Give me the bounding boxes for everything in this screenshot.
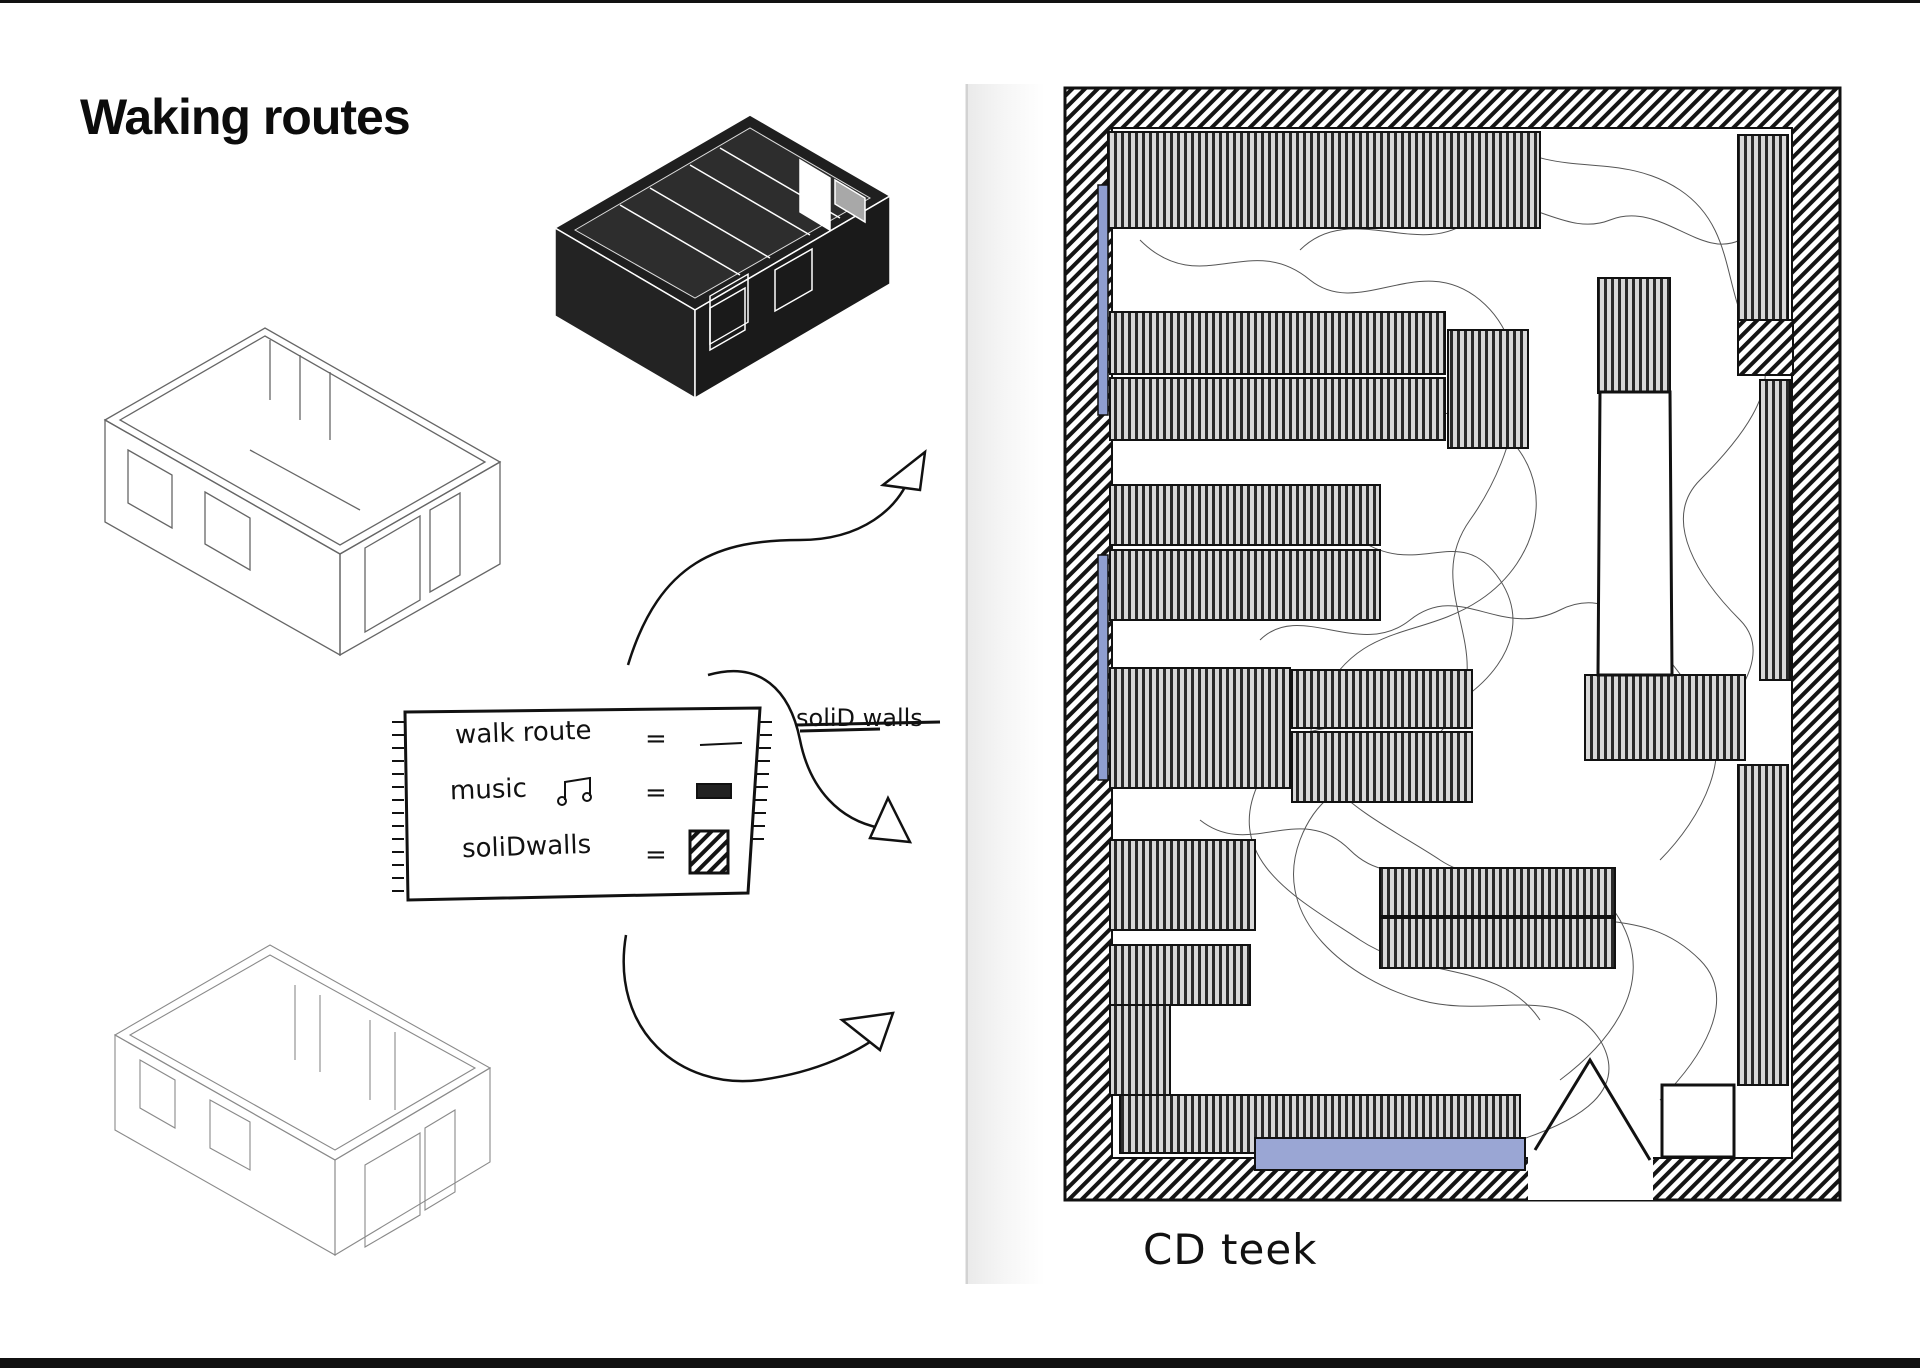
legend-symbol-walk-route bbox=[699, 742, 743, 746]
shelf-block bbox=[1597, 277, 1671, 394]
plan-wall-piece bbox=[1737, 319, 1794, 376]
isometric-room-solid bbox=[553, 114, 892, 400]
blue-strip bbox=[1097, 184, 1109, 416]
crossed-out-strike bbox=[795, 720, 941, 727]
shelf-block bbox=[1584, 674, 1746, 761]
legend-label-walk-route: walk route bbox=[454, 715, 592, 751]
shelf-block bbox=[1291, 669, 1473, 729]
plan-counter bbox=[1596, 390, 1674, 677]
legend-symbol-solid-walls bbox=[688, 829, 730, 875]
shelf-block bbox=[1379, 917, 1616, 969]
shelf-block bbox=[1109, 377, 1446, 441]
legend-equals-2: = bbox=[645, 778, 667, 808]
shelf-block bbox=[1447, 329, 1529, 449]
shelf-block bbox=[1109, 944, 1251, 1006]
isometric-room-pencil bbox=[113, 944, 492, 1256]
shelf-block bbox=[1379, 867, 1616, 917]
shelf-block bbox=[1737, 764, 1789, 1086]
arrow-lower bbox=[622, 934, 881, 1083]
frame-bottom-border bbox=[0, 1358, 1920, 1368]
plan-caption: CD teek bbox=[1143, 1225, 1318, 1274]
shelf-block bbox=[1737, 134, 1789, 321]
shelf-block bbox=[1291, 731, 1473, 803]
music-note-icon bbox=[564, 776, 591, 800]
music-note-head-icon bbox=[557, 796, 567, 806]
blue-strip bbox=[1254, 1137, 1526, 1171]
crossed-out-note: soliD walls bbox=[796, 704, 923, 732]
shelf-blocks bbox=[1107, 131, 1791, 1154]
shelf-block bbox=[1109, 667, 1291, 789]
music-note-head-2-icon bbox=[582, 792, 592, 802]
arrow-lower-head bbox=[838, 1011, 895, 1053]
crossed-out-strike-2 bbox=[799, 727, 881, 733]
isometric-room-outline bbox=[103, 327, 502, 657]
shelf-block bbox=[1109, 1004, 1171, 1096]
frame-top-border bbox=[0, 0, 1920, 3]
floor-plan bbox=[1063, 86, 1842, 1202]
arrow-upper-head bbox=[879, 449, 927, 492]
shelf-block bbox=[1109, 839, 1256, 931]
shelf-block bbox=[1109, 311, 1446, 375]
legend-symbol-music bbox=[696, 783, 732, 799]
legend-equals-1: = bbox=[645, 724, 667, 754]
arrow-upper bbox=[626, 469, 914, 666]
paper-fold-line bbox=[966, 84, 968, 1284]
legend-card bbox=[392, 706, 772, 902]
entrance-triangle bbox=[1533, 1057, 1652, 1161]
shelf-block bbox=[1109, 484, 1381, 546]
blue-strip bbox=[1097, 554, 1109, 781]
entrance-box bbox=[1660, 1083, 1736, 1159]
legend-equals-3: = bbox=[645, 840, 667, 870]
legend-label-solid-walls: soliDwalls bbox=[461, 829, 592, 865]
arrow-right-head bbox=[868, 795, 913, 844]
page-title: Waking routes bbox=[80, 89, 411, 145]
arrow-right bbox=[707, 669, 881, 830]
shelf-block bbox=[1109, 549, 1381, 621]
shelf-block bbox=[1759, 379, 1791, 681]
legend-label-music: music bbox=[449, 773, 528, 807]
shelf-block bbox=[1107, 131, 1541, 229]
